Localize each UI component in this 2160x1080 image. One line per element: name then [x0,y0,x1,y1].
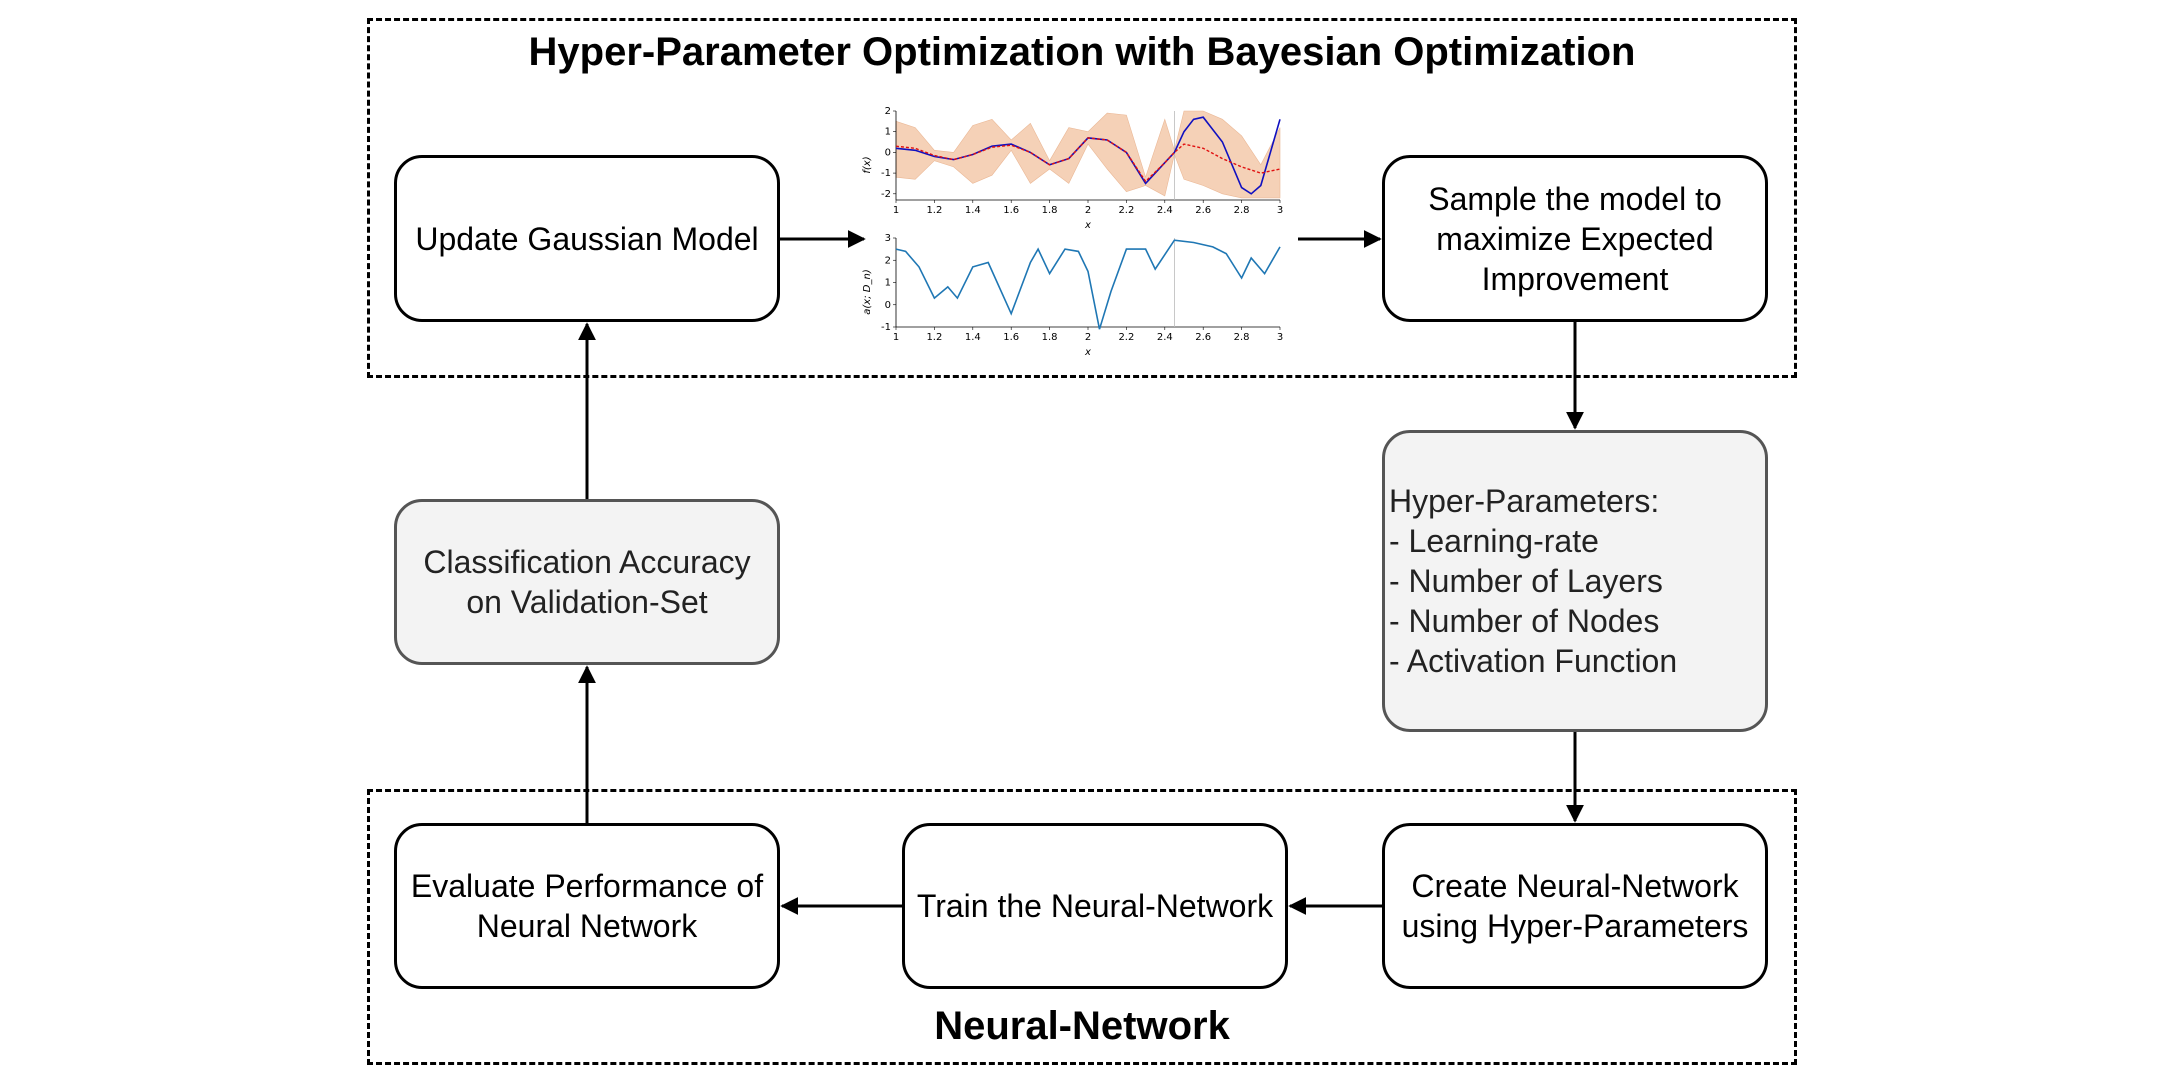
acquisition-function-plot: a(x; D_n) 1 1.2 1.4 1.6 1.8 2 2.2 2.4 2.6 2.8 3 -1 0… [862,233,1283,357]
train-network-label: Train the Neural-Network [916,888,1274,924]
y-tick-label: 3 [885,233,891,244]
create-network-box: Create Neural-Network using Hyper-Parame… [1382,823,1768,989]
y-tick-label: 1 [885,127,891,138]
bayesian-optimization-frame [367,18,1797,378]
uncertainty-band [895,110,1281,199]
x-tick-label: 3 [1277,332,1283,343]
sample-model-line-1: Sample the model to [1428,180,1722,217]
gp-xlabel: x [1084,220,1091,230]
y-tick-label: -1 [881,168,891,179]
x-tick-label: 2.6 [1195,205,1211,216]
x-tick-label: 2.2 [1118,205,1134,216]
neural-network-title: Neural-Network [934,1004,1230,1048]
y-tick-label: 0 [885,300,891,311]
gp-ylabel: f(x) [862,156,873,173]
hyper-parameter-item: - Activation Function [1389,643,1678,679]
x-tick-label: 1.4 [965,205,981,216]
update-gaussian-model-label: Update Gaussian Model [415,220,759,257]
x-tick-label: 3 [1277,205,1283,216]
acquisition-line [895,239,1281,330]
sample-model-box: Sample the model to maximize Expected Im… [1382,155,1768,322]
hyper-parameter-item: - Learning-rate [1389,523,1599,559]
evaluate-performance-line-1: Evaluate Performance of [410,868,764,904]
evaluate-performance-line-2: Neural Network [476,908,698,944]
hyper-parameter-item: - Number of Nodes [1389,603,1660,639]
mean-line [895,137,1281,183]
x-tick-label: 2.2 [1118,332,1134,343]
y-tick-label: 0 [885,147,891,158]
acq-ylabel: a(x; D_n) [862,269,873,314]
create-network-line-2: using Hyper-Parameters [1401,908,1749,944]
x-tick-label: 1.4 [965,332,981,343]
x-tick-label: 1.2 [926,205,942,216]
x-tick-label: 1.8 [1042,205,1058,216]
y-tick-label: -1 [881,322,891,333]
y-tick-label: 2 [885,106,891,117]
x-tick-label: 2.8 [1234,332,1250,343]
x-tick-label: 1 [893,205,899,216]
classification-accuracy-line-2: on Validation-Set [466,584,708,620]
x-tick-label: 2.6 [1195,332,1211,343]
sample-model-line-2: maximize Expected [1436,220,1714,257]
sample-model-line-3: Improvement [1481,260,1669,297]
classification-accuracy-line-1: Classification Accuracy [423,544,751,580]
bayesian-optimization-title: Hyper-Parameter Optimization with Bayesi… [528,30,1636,74]
x-tick-label: 2 [1085,205,1091,216]
x-tick-label: 1.8 [1042,332,1058,343]
acq-xlabel: x [1084,347,1091,357]
x-tick-label: 1.6 [1003,205,1019,216]
update-gaussian-model-box: Update Gaussian Model [394,155,780,322]
train-network-box: Train the Neural-Network [902,823,1288,989]
y-tick-label: -2 [881,189,891,200]
x-tick-label: 2.8 [1234,205,1250,216]
x-tick-label: 2.4 [1157,332,1173,343]
evaluate-performance-box: Evaluate Performance of Neural Network [394,823,780,989]
x-tick-label: 1.6 [1003,332,1019,343]
hyper-parameters-heading: Hyper-Parameters: [1389,483,1660,519]
create-network-line-1: Create Neural-Network [1411,868,1739,904]
neural-network-frame [367,789,1797,1065]
classification-accuracy-box: Classification Accuracy on Validation-Se… [394,499,780,665]
y-tick-label: 1 [885,278,891,289]
hyper-parameters-box: Hyper-Parameters: - Learning-rate - Numb… [1382,430,1768,732]
y-tick-label: 2 [885,255,891,266]
hyper-parameter-item: - Number of Layers [1389,563,1663,599]
x-tick-label: 1.2 [926,332,942,343]
x-tick-label: 2.4 [1157,205,1173,216]
x-tick-label: 2 [1085,332,1091,343]
x-tick-label: 1 [893,332,899,343]
